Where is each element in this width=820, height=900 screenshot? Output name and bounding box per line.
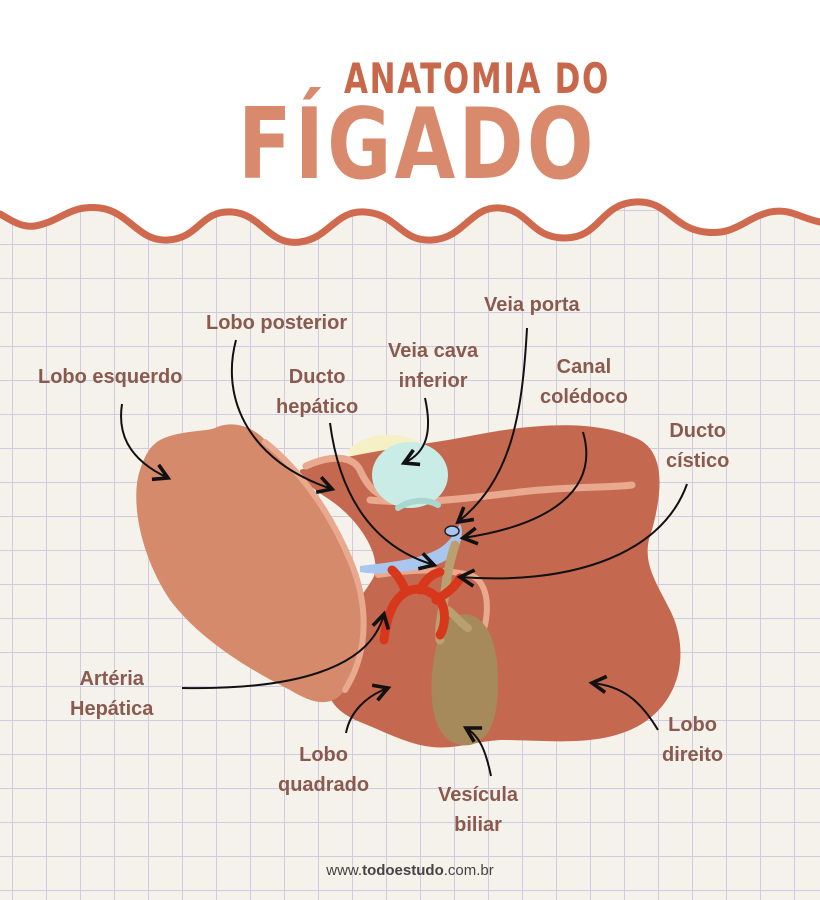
vena-cava-shape bbox=[372, 442, 448, 508]
label-canal-coledoco: Canal colédoco bbox=[540, 352, 628, 412]
label-arteria-hepatica-line-1: Artéria bbox=[79, 668, 144, 690]
label-lobo-posterior-text: Lobo posterior bbox=[206, 312, 348, 334]
title-line-2: FÍGADO bbox=[238, 88, 597, 202]
label-lobo-esquerdo-text: Lobo esquerdo bbox=[38, 366, 183, 388]
label-arteria-hepatica: Artéria Hepática bbox=[70, 664, 153, 724]
arrow-ducto-hepatico bbox=[329, 422, 438, 571]
footer-url-prefix: www. bbox=[326, 862, 363, 879]
label-canal-coledoco-line-2: colédoco bbox=[540, 386, 628, 408]
label-lobo-direito-line-2: direito bbox=[662, 744, 724, 766]
arrow-lobo-quadrado bbox=[345, 683, 392, 734]
label-lobo-quadrado-line-1: Lobo bbox=[299, 744, 348, 766]
label-lobo-direito-line-1: Lobo bbox=[668, 714, 717, 736]
portal-vein-tip bbox=[444, 525, 460, 537]
label-ducto-hepatico-line-2: hepático bbox=[276, 396, 359, 418]
footer-url-domain: todoestudo bbox=[362, 862, 444, 879]
label-vesicula-biliar: Vesícula biliar bbox=[438, 780, 518, 840]
label-veia-porta-text: Veia porta bbox=[484, 294, 580, 316]
gallbladder-shape bbox=[431, 614, 498, 746]
arrow-ducto-cistico bbox=[456, 483, 688, 588]
label-lobo-esquerdo: Lobo esquerdo bbox=[38, 362, 182, 392]
label-lobo-direito: Lobo direito bbox=[662, 710, 723, 770]
arrow-veia-cava bbox=[400, 397, 430, 467]
label-canal-coledoco-line-1: Canal bbox=[556, 356, 612, 378]
label-ducto-hepatico: Ducto hepático bbox=[276, 362, 358, 422]
label-veia-cava-line-2: inferior bbox=[398, 370, 468, 392]
label-lobo-posterior: Lobo posterior bbox=[206, 308, 347, 338]
left-lobe-shape bbox=[136, 424, 364, 703]
label-ducto-cistico: Ducto cístico bbox=[666, 416, 729, 476]
label-vesicula-biliar-line-2: biliar bbox=[454, 814, 502, 836]
label-ducto-cistico-line-1: Ducto bbox=[669, 420, 727, 442]
arrow-lobo-esquerdo bbox=[120, 403, 172, 482]
header-background bbox=[0, 0, 820, 243]
title-line-1: ANATOMIA DO bbox=[344, 54, 610, 103]
arrow-canal-coledoco bbox=[459, 431, 588, 546]
label-arteria-hepatica-line-2: Hepática bbox=[70, 698, 154, 720]
footer-url[interactable]: www.todoestudo.com.br bbox=[0, 862, 820, 879]
header-wave-line bbox=[0, 198, 820, 246]
label-lobo-quadrado: Lobo quadrado bbox=[278, 740, 369, 800]
label-veia-cava: Veia cava inferior bbox=[388, 336, 478, 396]
label-lobo-quadrado-line-2: quadrado bbox=[278, 774, 370, 796]
right-lobe-shape bbox=[300, 425, 681, 748]
arrow-lobo-posterior bbox=[230, 339, 336, 494]
label-ducto-hepatico-line-1: Ducto bbox=[288, 366, 346, 388]
cystic-duct-shape bbox=[444, 606, 472, 632]
label-ducto-cistico-line-2: cístico bbox=[666, 450, 730, 472]
arrow-arteria-hepatica bbox=[181, 610, 391, 690]
footer-url-suffix: .com.br bbox=[443, 862, 494, 879]
label-veia-cava-line-1: Veia cava bbox=[388, 340, 479, 362]
hepatic-artery-shape bbox=[379, 565, 465, 645]
arrow-veia-porta bbox=[455, 327, 528, 525]
header-banner bbox=[0, 0, 820, 246]
arrow-vesicula-biliar bbox=[462, 726, 492, 777]
vena-cava-base bbox=[395, 497, 441, 511]
arrow-lobo-direito bbox=[588, 674, 659, 731]
label-vesicula-biliar-line-1: Vesícula bbox=[438, 784, 519, 806]
label-veia-porta: Veia porta bbox=[484, 290, 580, 320]
